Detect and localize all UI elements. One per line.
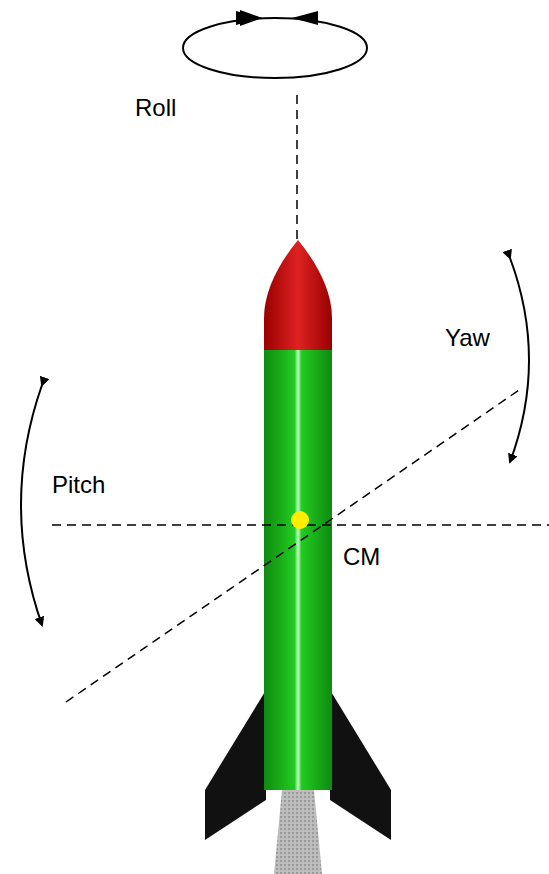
- nozzle: [274, 790, 322, 874]
- yaw-arrow: [510, 258, 529, 462]
- roll-arrow: [183, 10, 367, 78]
- fin: [330, 690, 391, 840]
- roll-label: Roll: [135, 96, 176, 120]
- fin: [205, 690, 266, 840]
- yaw-axis: [66, 388, 522, 702]
- center-of-mass-dot: [291, 511, 309, 529]
- cm-label: CM: [343, 545, 380, 569]
- pitch-arrow: [21, 385, 42, 625]
- yaw-label: Yaw: [445, 326, 490, 350]
- roll-axis: [296, 95, 298, 240]
- nose-cone: [264, 240, 332, 350]
- pitch-label: Pitch: [52, 473, 105, 497]
- rocket-body: [264, 350, 332, 790]
